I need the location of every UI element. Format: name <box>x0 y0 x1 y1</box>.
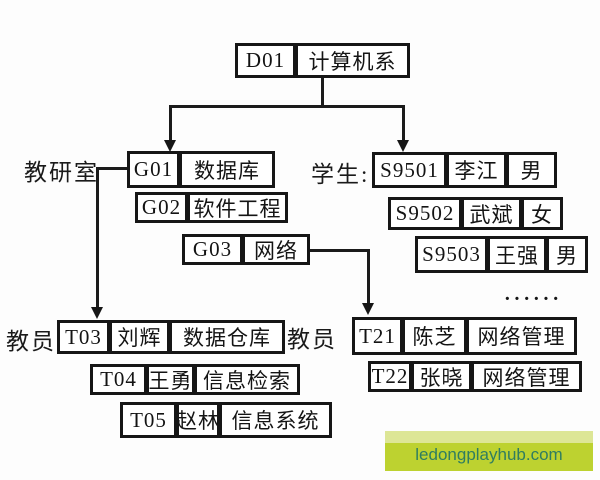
record-teacher-t05: T05 赵林 信息系统 <box>120 402 332 438</box>
record-id: S9501 <box>372 152 447 188</box>
record-id: T22 <box>368 361 412 392</box>
label-teachers-left: 教员 <box>6 329 56 354</box>
record-name: 李江 <box>447 152 507 188</box>
record-name: 武斌 <box>462 197 522 230</box>
record-office-g03: G03 网络 <box>182 234 310 265</box>
record-root-id: D01 <box>235 43 296 78</box>
record-name: 王强 <box>488 236 547 273</box>
record-office-g02: G02 软件工程 <box>135 192 288 223</box>
connector-root-crossbar <box>169 105 405 108</box>
record-teacher-t21: T21 陈芝 网络管理 <box>352 317 577 355</box>
connector-root-stem <box>321 77 324 107</box>
record-name: 陈芝 <box>403 317 467 355</box>
connector-g01-elbow-h <box>96 167 128 170</box>
record-course: 信息检索 <box>195 364 300 395</box>
watermark-banner: ledongplayhub.com <box>385 431 593 471</box>
label-teachers-right: 教员 <box>287 327 337 352</box>
record-teacher-t04: T04 王勇 信息检索 <box>90 364 300 395</box>
arrowhead-to-g01-icon <box>164 140 176 152</box>
record-name: 赵林 <box>177 402 220 438</box>
connector-g03-elbow-v <box>367 249 370 305</box>
record-student-s9502: S9502 武斌 女 <box>388 197 563 230</box>
label-students: 学生: <box>311 162 370 187</box>
record-id: T05 <box>120 402 177 438</box>
record-teacher-t22: T22 张晓 网络管理 <box>368 361 582 392</box>
record-gender: 男 <box>547 236 588 273</box>
record-id: G02 <box>135 192 188 223</box>
record-gender: 男 <box>507 152 557 188</box>
record-office-g01: G01 数据库 <box>127 151 275 188</box>
record-name: 网络 <box>243 234 310 265</box>
record-student-s9501: S9501 李江 男 <box>372 152 557 188</box>
record-student-s9503: S9503 王强 男 <box>415 236 588 273</box>
record-course: 网络管理 <box>467 317 577 355</box>
arrowhead-to-s9501-icon <box>397 140 409 152</box>
watermark-text: ledongplayhub.com <box>415 445 563 464</box>
record-gender: 女 <box>522 197 563 230</box>
connector-branch-right <box>402 105 405 143</box>
record-name: 张晓 <box>412 361 472 392</box>
record-course: 网络管理 <box>472 361 582 392</box>
record-id: G03 <box>182 234 243 265</box>
connector-branch-left <box>169 105 172 143</box>
record-root: D01 计算机系 <box>235 43 410 78</box>
record-course: 数据仓库 <box>170 320 285 354</box>
connector-g01-elbow-v <box>96 167 99 309</box>
record-id: T03 <box>57 320 110 354</box>
record-id: T21 <box>352 317 403 355</box>
record-id: G01 <box>127 151 180 188</box>
watermark-strip <box>385 431 593 443</box>
arrowhead-to-t03-icon <box>91 307 103 319</box>
record-course: 信息系统 <box>220 402 332 438</box>
record-teacher-t03: T03 刘辉 数据仓库 <box>57 320 285 354</box>
arrowhead-to-t21-icon <box>362 303 374 315</box>
record-id: T04 <box>90 364 147 395</box>
record-name: 王勇 <box>147 364 195 395</box>
watermark-band <box>385 443 593 471</box>
connector-g03-elbow-h <box>308 249 370 252</box>
label-offices: 教研室 <box>24 160 99 185</box>
record-id: S9502 <box>388 197 462 230</box>
record-name: 数据库 <box>180 151 275 188</box>
record-name: 刘辉 <box>110 320 170 354</box>
record-name: 软件工程 <box>188 192 288 223</box>
record-id: S9503 <box>415 236 488 273</box>
ellipsis-more-records: ······ <box>504 288 563 310</box>
record-root-name: 计算机系 <box>296 43 410 78</box>
